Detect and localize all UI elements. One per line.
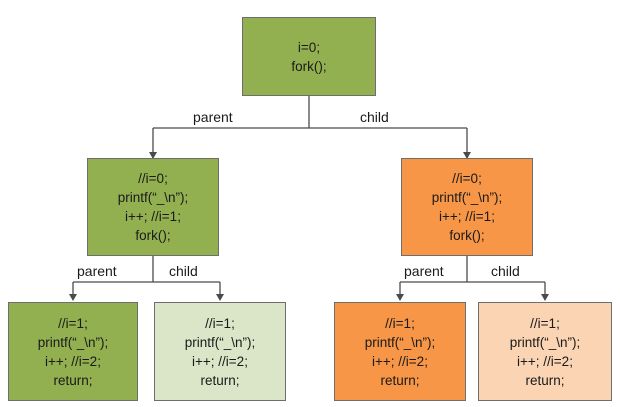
node-line: printf(“_\n”);	[364, 334, 436, 350]
node-line: i++; //i=2;	[45, 353, 101, 369]
node-line: //i=0;	[452, 171, 482, 186]
right-child-label: child	[491, 263, 520, 279]
leaf-child-parent-node: //i=1; printf(“_\n”); i++; //i=2; return…	[334, 302, 466, 401]
node-line: printf(“_\n”);	[184, 334, 256, 350]
node-line: i=0;	[297, 39, 321, 55]
leaf-child-child-node: //i=1; printf(“_\n”); i++; //i=2; return…	[478, 302, 612, 401]
node-line: //i=0;	[138, 171, 168, 186]
node-line: //i=1;	[205, 315, 235, 331]
node-line: i++; //i=2;	[517, 353, 573, 369]
node-line: i++; //i=1;	[125, 209, 181, 224]
child-after-first-fork-node: //i=0; printf(“_\n”); i++; //i=1; fork()…	[401, 158, 533, 256]
root-child-label: child	[360, 109, 389, 125]
node-line: printf(“_\n”);	[117, 190, 189, 205]
node-line: //i=1;	[530, 315, 560, 331]
leaf-parent-parent-node: //i=1; printf(“_\n”); i++; //i=2; return…	[8, 302, 138, 401]
node-line: return;	[525, 372, 565, 388]
node-line: //i=1;	[58, 315, 88, 331]
left-parent-label: parent	[77, 263, 117, 279]
right-parent-label: parent	[404, 263, 444, 279]
node-line: i++; //i=1;	[439, 209, 495, 224]
node-line: return;	[200, 372, 240, 388]
node-line: fork();	[449, 228, 485, 243]
parent-after-first-fork-node: //i=0; printf(“_\n”); i++; //i=1; fork()…	[87, 158, 219, 256]
node-line: //i=1;	[385, 315, 415, 331]
node-line: return;	[53, 372, 93, 388]
node-line: i++; //i=2;	[372, 353, 428, 369]
left-child-label: child	[169, 263, 198, 279]
node-line: printf(“_\n”);	[431, 190, 503, 205]
node-line: printf(“_\n”);	[37, 334, 109, 350]
node-line: i++; //i=2;	[192, 353, 248, 369]
root-node: i=0; fork();	[242, 17, 376, 96]
leaf-parent-child-node: //i=1; printf(“_\n”); i++; //i=2; return…	[154, 302, 286, 401]
node-line: printf(“_\n”);	[509, 334, 581, 350]
root-parent-label: parent	[193, 109, 233, 125]
node-line: return;	[380, 372, 420, 388]
node-line: fork();	[135, 228, 171, 243]
node-line: fork();	[291, 58, 327, 74]
